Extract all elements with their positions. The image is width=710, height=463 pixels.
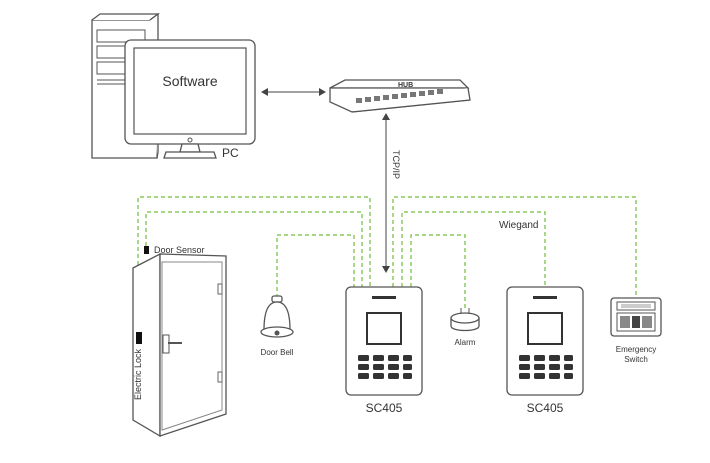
emergency-label-line2: Switch [624,355,648,364]
hub-label: HUB [398,82,413,89]
electric-lock-label: Electric Lock [133,348,143,400]
tcpip-label: TCP/IP [391,150,401,179]
terminal-1-label: SC405 [366,401,403,415]
door-bell-icon [260,295,294,338]
wiegand-label: Wiegand [499,220,538,231]
terminal-2 [506,286,584,396]
alarm-icon [450,308,480,332]
terminal-2-label: SC405 [527,401,564,415]
hub-device [329,79,471,113]
wiring [137,196,637,335]
door-sensor-icon [144,246,149,254]
door [132,246,227,438]
door-sensor-label: Door Sensor [154,245,205,255]
alarm-label: Alarm [455,338,476,347]
emergency-label-line1: Emergency [616,345,656,354]
terminal-1 [345,286,423,396]
emergency-switch-icon [610,297,662,337]
electric-lock-icon [136,332,142,344]
door-bell-label: Door Bell [261,348,294,357]
pc-label: PC [222,146,239,160]
pc-monitor [124,39,256,159]
pc-screen-text: Software [162,73,217,89]
